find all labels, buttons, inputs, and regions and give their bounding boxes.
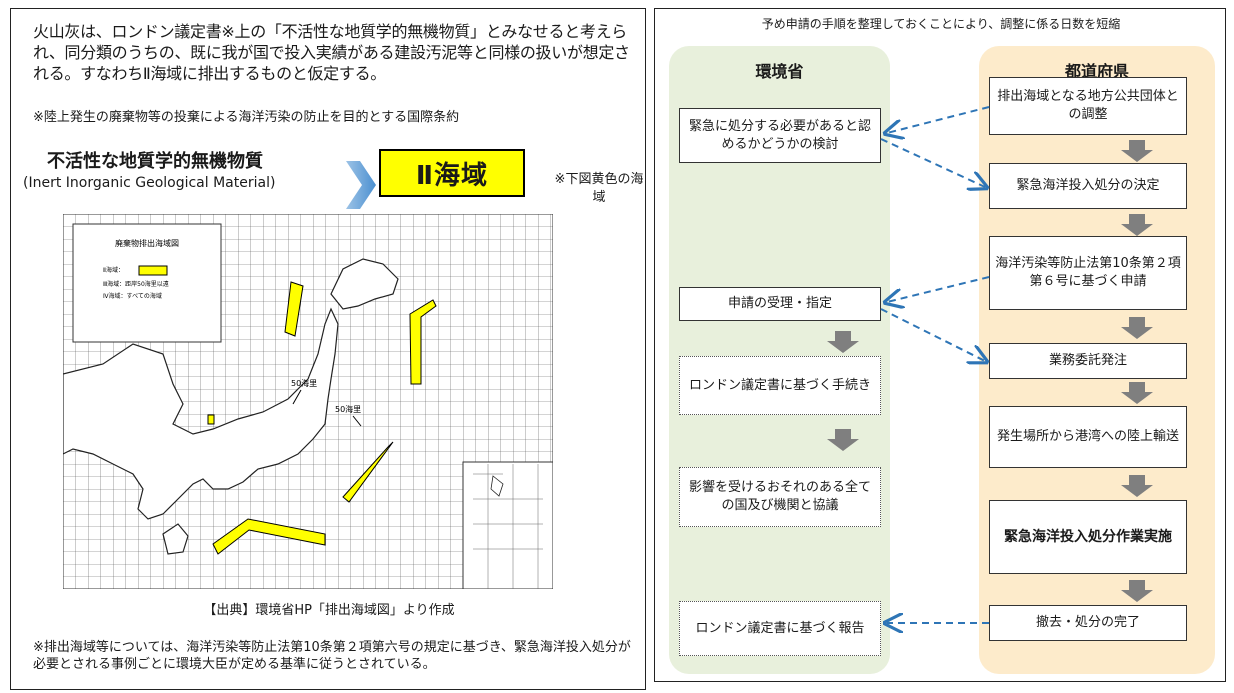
pref-step-5: 発生場所から港湾への陸上輸送 bbox=[989, 406, 1187, 468]
env-step-1: 緊急に処分する必要があると認めるかどうかの検討 bbox=[679, 108, 881, 163]
treaty-note: ※陸上発生の廃棄物等の投棄による海洋汚染の防止を目的とする国際条約 bbox=[33, 110, 460, 125]
material-subtitle: (Inert Inorganic Geological Material) bbox=[23, 175, 276, 191]
zone-2-badge: Ⅱ海域 bbox=[379, 149, 525, 197]
map-legend: 廃棄物排出海域図 Ⅱ海域： Ⅲ海域：距岸50海里以遠 Ⅳ海域：すべての海域 bbox=[72, 223, 222, 343]
env-ministry-header: 環境省 bbox=[755, 62, 804, 81]
prefecture-header: 都道府県 bbox=[1064, 62, 1129, 81]
right-arrow-icon bbox=[346, 161, 376, 209]
legend-zone3: Ⅲ海域：距岸50海里以遠 bbox=[103, 280, 169, 288]
connector-env1-pref2 bbox=[880, 138, 985, 187]
disposal-zone-map: 廃棄物排出海域図 Ⅱ海域： Ⅲ海域：距岸50海里以遠 Ⅳ海域：すべての海域 50… bbox=[63, 214, 553, 589]
label-50nm-b: 50海里 bbox=[335, 404, 361, 414]
legend-title: 廃棄物排出海域図 bbox=[115, 238, 179, 248]
right-panel: 予め申請の手順を整理しておくことにより、調整に係る日数を短縮 環境省 都道府県 … bbox=[654, 8, 1226, 682]
down-arrow-icon bbox=[1121, 317, 1153, 339]
source-caption: 【出典】環境省HP「排出海域図」より作成 bbox=[203, 603, 455, 618]
legend-yellow-swatch bbox=[138, 265, 168, 276]
disposal-criteria-note: ※排出海域等については、海洋汚染等防止法第10条第２項第六号の規定に基づき、緊急… bbox=[33, 640, 631, 672]
env-step-5: ロンドン議定書に基づく報告 bbox=[679, 601, 881, 656]
zone-note: ※下図黄色の海域 bbox=[554, 172, 644, 205]
pref-step-1: 排出海域となる地方公共団体との調整 bbox=[989, 77, 1187, 135]
pref-step-6: 緊急海洋投入処分作業実施 bbox=[989, 500, 1187, 574]
left-panel: 火山灰は、ロンドン議定書※上の「不活性な地質学的無機物質」とみなせると考えられ、… bbox=[10, 8, 646, 690]
down-arrow-icon bbox=[1121, 580, 1153, 602]
legend-zone4: Ⅳ海域：すべての海域 bbox=[103, 292, 162, 300]
legend-zone2: Ⅱ海域： bbox=[103, 266, 124, 274]
env-step-4: 影響を受けるおそれのある全ての国及び機関と協議 bbox=[679, 467, 881, 527]
connector-pref1-env1 bbox=[887, 106, 990, 133]
down-arrow-icon bbox=[1121, 475, 1153, 497]
japan-landmass bbox=[63, 258, 399, 555]
connector-pref3-env2 bbox=[887, 276, 990, 302]
down-arrow-icon bbox=[827, 429, 859, 451]
down-arrow-icon bbox=[1121, 382, 1153, 404]
intro-text: 火山灰は、ロンドン議定書※上の「不活性な地質学的無機物質」とみなせると考えられ、… bbox=[33, 22, 630, 83]
env-step-2: 申請の受理・指定 bbox=[679, 287, 881, 321]
pref-step-3: 海洋汚染等防止法第10条第２項第６号に基づく申請 bbox=[989, 236, 1187, 310]
pref-step-2: 緊急海洋投入処分の決定 bbox=[989, 163, 1187, 209]
down-arrow-icon bbox=[827, 331, 859, 353]
zone-2-areas bbox=[207, 281, 437, 555]
down-arrow-icon bbox=[1121, 140, 1153, 162]
material-title: 不活性な地質学的無機物質 bbox=[47, 151, 263, 172]
pref-step-4: 業務委託発注 bbox=[989, 343, 1187, 379]
env-step-3: ロンドン議定書に基づく手続き bbox=[679, 356, 881, 415]
label-50nm-a: 50海里 bbox=[291, 378, 317, 388]
down-arrow-icon bbox=[1121, 214, 1153, 236]
pref-step-7: 撤去・処分の完了 bbox=[989, 605, 1187, 641]
flow-title: 予め申請の手順を整理しておくことにより、調整に係る日数を短縮 bbox=[761, 17, 1121, 31]
connector-env2-pref4 bbox=[880, 308, 985, 361]
